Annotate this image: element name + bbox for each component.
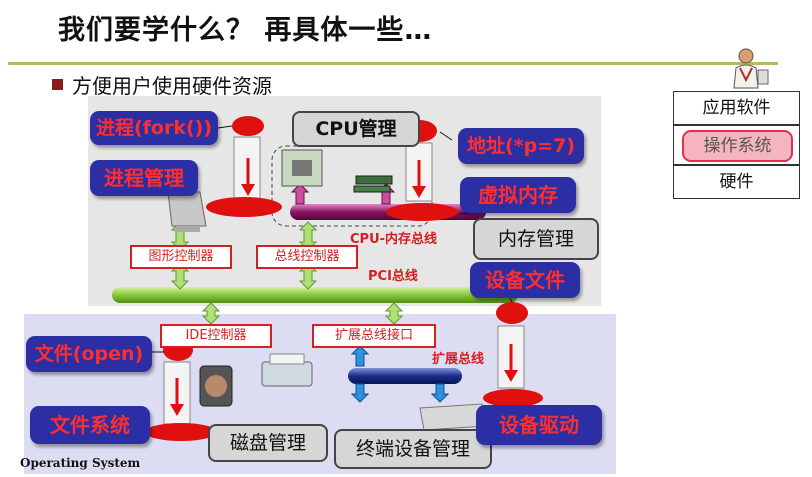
os-highlight: 操作系统 <box>682 130 793 162</box>
terminal-management-box: 终端设备管理 <box>334 429 492 469</box>
device-base-ellipse <box>483 389 543 407</box>
bullet-text: 方便用户使用硬件资源 <box>72 74 272 98</box>
device-file-pill: 设备文件 <box>470 262 580 298</box>
extension-bus <box>348 368 462 384</box>
cpu-board-icon <box>281 149 323 187</box>
address-pill: 地址(*p=7) <box>458 128 584 164</box>
process-fork-pill: 进程(fork()) <box>90 111 218 145</box>
extension-bus-label: 扩展总线 <box>432 352 485 367</box>
ide-controller-box: IDE控制器 <box>160 324 272 348</box>
memory-stick-icon <box>353 175 393 193</box>
pci-bus-label: PCI总线 <box>368 269 418 284</box>
pci-bus <box>112 287 518 303</box>
monitor-icon <box>167 191 207 232</box>
stack-application-software: 应用软件 <box>673 91 800 125</box>
stack-hardware: 硬件 <box>673 165 800 199</box>
footer-label: Operating System <box>20 456 141 470</box>
stack-operating-system: 操作系统 <box>673 125 800 165</box>
device-driver-pill: 设备驱动 <box>476 405 602 445</box>
arrow-ext-bus-keyboard <box>430 383 450 403</box>
arrow-ext-pci <box>384 302 404 325</box>
file-open-pill: 文件(open) <box>26 336 152 372</box>
process-top-ellipse <box>232 116 264 136</box>
arrow-ide-pci <box>201 302 221 325</box>
printer-icon <box>261 353 313 387</box>
bus-controller-box: 总线控制器 <box>256 245 358 269</box>
arrow-ext-bus-printer <box>350 383 370 403</box>
arrow-graphics-pci <box>170 262 190 290</box>
arrow-bus-pci <box>298 262 318 290</box>
cpu-memory-bus-label: CPU-内存总线 <box>350 232 438 247</box>
memory-management-box: 内存管理 <box>473 218 599 260</box>
title-divider <box>8 62 778 65</box>
cpu-management-box: CPU管理 <box>292 111 420 147</box>
file-system-pill: 文件系统 <box>30 406 150 444</box>
process-management-pill: 进程管理 <box>90 160 198 196</box>
bullet-marker <box>52 79 63 90</box>
device-top-ellipse <box>496 302 528 324</box>
extension-bus-interface-box: 扩展总线接口 <box>312 324 436 348</box>
disk-management-box: 磁盘管理 <box>208 424 328 462</box>
file-base-ellipse <box>145 423 217 441</box>
presenter-icon <box>733 48 769 89</box>
process-base-ellipse <box>206 197 282 217</box>
graphics-controller-box: 图形控制器 <box>130 245 232 269</box>
page-title: 我们要学什么？ 再具体一些… <box>58 15 433 46</box>
virtual-memory-pill: 虚拟内存 <box>460 177 576 213</box>
hard-disk-icon <box>199 365 233 407</box>
arrow-ext-bus-up <box>350 345 370 367</box>
arrow-cpu-bus <box>290 183 310 205</box>
address-base-ellipse <box>386 203 458 221</box>
